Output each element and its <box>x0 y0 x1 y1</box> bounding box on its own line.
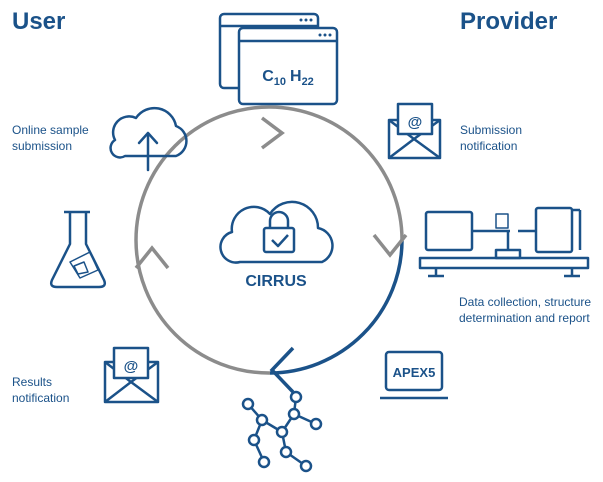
diffractometer-icon <box>418 206 590 278</box>
data-collection-label: Data collection, structure determination… <box>459 294 591 326</box>
online-sample-label-line1: Online sample <box>12 123 89 137</box>
browser-windows-icon <box>218 12 339 106</box>
cloud-upload-icon <box>109 106 188 172</box>
formula-c-sub: 10 <box>274 76 286 88</box>
arrow-top <box>260 116 285 150</box>
submission-notification-label: Submission notification <box>460 122 522 154</box>
results-notification-label-line2: notification <box>12 391 70 405</box>
submission-notification-label-line1: Submission <box>460 123 523 137</box>
apex5-label: APEX5 <box>393 365 436 380</box>
user-heading: User <box>12 8 66 35</box>
cycle-arc-gray <box>134 105 404 375</box>
email-envelope-icon <box>387 102 442 160</box>
laptop-icon <box>380 350 448 400</box>
arrow-right <box>372 233 408 258</box>
formula-h-sub: 22 <box>302 76 314 88</box>
data-collection-label-line2: determination and report <box>459 311 590 325</box>
provider-heading: Provider <box>460 8 558 35</box>
formula: C10 H22 <box>262 68 314 88</box>
at-symbol: @ <box>408 114 423 131</box>
submission-notification-label-line2: notification <box>460 139 518 153</box>
results-at-symbol: @ <box>124 358 139 375</box>
cycle <box>134 105 408 394</box>
arrow-left <box>134 245 170 270</box>
formula-h: H <box>290 68 302 85</box>
online-sample-label-line2: submission <box>12 139 73 153</box>
cirrus-label: CIRRUS <box>245 273 307 290</box>
flask-icon <box>49 210 107 289</box>
results-notification-label: Results notification <box>12 374 69 406</box>
molecule-icon <box>241 390 323 473</box>
online-sample-label: Online sample submission <box>12 122 89 154</box>
data-collection-label-line1: Data collection, structure <box>459 295 592 309</box>
browser-dots <box>299 18 332 37</box>
results-envelope-icon <box>103 346 160 404</box>
results-notification-label-line1: Results <box>12 375 53 389</box>
formula-c: C <box>262 68 274 85</box>
cycle-arc-blue <box>269 240 404 375</box>
arrow-bottom <box>269 346 295 394</box>
cloud-lock-icon <box>219 200 334 264</box>
